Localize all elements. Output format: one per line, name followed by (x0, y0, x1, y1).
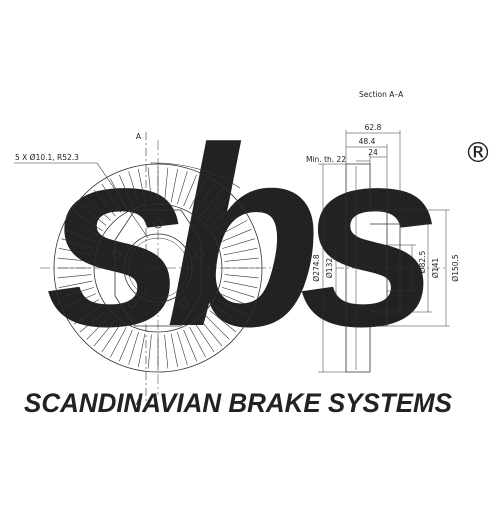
cooling-vane (73, 304, 103, 325)
cooling-vane (219, 293, 252, 307)
cooling-vane (61, 287, 94, 298)
cooling-vane (216, 220, 248, 237)
cooling-vane (110, 178, 127, 210)
dim-total-width: 62.8 (365, 123, 382, 132)
cooling-vane (61, 238, 94, 249)
cooling-vane (224, 274, 259, 279)
cooling-vane (189, 178, 206, 210)
cooling-vane (205, 315, 230, 340)
cooling-vane (222, 287, 255, 298)
cooling-vane (194, 183, 215, 213)
cooling-vane (224, 257, 259, 262)
section-marker-bottom: A (136, 398, 142, 407)
cooling-vane (110, 326, 127, 358)
cooling-vane (177, 171, 188, 204)
cooling-vane (147, 334, 152, 369)
bolt-hole (127, 299, 137, 309)
dim-inner-dia: Ø132 (325, 258, 334, 278)
cooling-vane (209, 203, 237, 226)
cooling-vane (57, 257, 92, 262)
angle-dimension-arc (149, 162, 241, 189)
cooling-vane (86, 196, 111, 221)
cooling-vane (101, 183, 122, 213)
cooling-vane (216, 299, 248, 316)
hub-outline (114, 209, 202, 327)
cooling-vane (119, 329, 133, 362)
cooling-vane (223, 248, 258, 256)
cooling-vane (205, 196, 230, 221)
section-marker-top: A (136, 132, 142, 141)
cooling-vane (170, 168, 178, 203)
min-thickness-label: Min. th. 22 (306, 155, 346, 164)
dim-hat-dia: Ø141 (431, 258, 440, 278)
cooling-vane (128, 171, 139, 204)
cooling-vane (86, 315, 111, 340)
dim-outer-dia: Ø274.8 (312, 254, 321, 282)
cooling-vane (164, 334, 169, 369)
cooling-vane (147, 167, 152, 202)
bolt-hole (111, 249, 121, 259)
cooling-vane (222, 238, 255, 249)
cooling-vane (183, 174, 197, 207)
bolt-hole (195, 249, 205, 259)
cooling-vane (177, 332, 188, 365)
cooling-vane (209, 310, 237, 333)
cooling-vane (73, 211, 103, 232)
brand-text: SCANDINAVIAN BRAKE SYSTEMS (24, 388, 452, 418)
disc-section-view (318, 130, 450, 373)
cooling-vane (68, 220, 100, 237)
bolt-spec-label: 5 X Ø10.1, R52.3 (15, 153, 79, 162)
cooling-vane (58, 248, 93, 256)
cooling-vane (219, 229, 252, 243)
cooling-vane (200, 189, 223, 217)
dim-hat-outer-dia: Ø150.5 (451, 254, 460, 282)
cooling-vane (93, 319, 116, 347)
cooling-vane (183, 329, 197, 362)
cooling-vane (138, 168, 146, 203)
cooling-vane (170, 333, 178, 368)
bolt-hole (179, 299, 189, 309)
dim-hub-width: 24 (368, 148, 378, 157)
cooling-vane (64, 229, 97, 243)
registered-mark: ® (464, 136, 492, 169)
dim-disc-width: 48.4 (359, 137, 376, 146)
cooling-vane (79, 203, 107, 226)
cooling-vane (194, 323, 215, 353)
cooling-vane (93, 189, 116, 217)
cooling-vane (223, 280, 258, 288)
bolt-holes (111, 219, 205, 309)
cooling-vane (189, 326, 206, 358)
disc-front-view (14, 132, 280, 408)
section-view-labels: Section A–A Min. th. 22 62.8 48.4 24 Ø27… (306, 90, 460, 282)
cooling-vane (119, 174, 133, 207)
cooling-vane (79, 310, 107, 333)
cooling-vane (213, 211, 243, 232)
cooling-vane (128, 332, 139, 365)
bolt-leader (96, 162, 149, 239)
section-title: Section A–A (359, 90, 404, 99)
cooling-vane (200, 319, 223, 347)
cooling-vane (57, 274, 92, 279)
dim-bore-dia: Ø82.5 (418, 250, 427, 273)
cooling-vane (64, 293, 97, 307)
cooling-vane (213, 304, 243, 325)
cooling-vane (164, 167, 169, 202)
cooling-vane (101, 323, 122, 353)
cooling-vane (138, 333, 146, 368)
cooling-vane (68, 299, 100, 316)
cooling-vane (58, 280, 93, 288)
